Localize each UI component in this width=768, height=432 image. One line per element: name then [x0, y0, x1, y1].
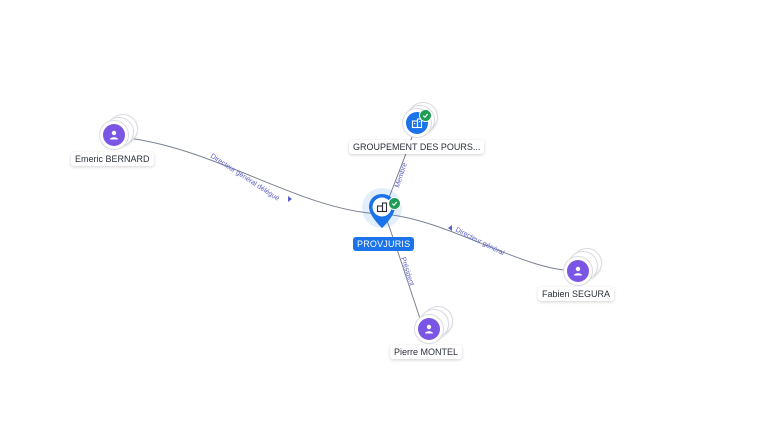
person-icon [110, 130, 118, 140]
edge-label-pierre: Président [399, 256, 415, 286]
edge-fabien [383, 213, 577, 272]
verified-check-icon [419, 109, 432, 122]
person-icon [574, 266, 582, 276]
node-fabien[interactable] [562, 248, 612, 288]
edge-label-fabien: Directeur général [454, 227, 505, 258]
edge-arrow-fabien [448, 225, 452, 231]
node-main[interactable] [362, 188, 406, 238]
node-label-groupement[interactable]: GROUPEMENT DES POURS... [349, 140, 485, 154]
avatar-stack [562, 248, 602, 288]
node-label-pierre[interactable]: Pierre MONTEL [390, 345, 463, 359]
verified-check-icon [388, 197, 401, 210]
edge-arrow-emeric [288, 196, 292, 202]
building-icon [376, 202, 388, 213]
edge-label-emeric: Directeur général délégué [209, 153, 280, 203]
avatar [563, 256, 593, 286]
avatar-stack [98, 114, 138, 154]
edge-emeric [127, 137, 381, 215]
node-label-emeric[interactable]: Emeric BERNARD [71, 152, 154, 166]
avatar [99, 120, 129, 150]
node-label-main[interactable]: PROVJURIS [353, 237, 415, 251]
node-groupement[interactable] [402, 102, 442, 144]
node-emeric[interactable] [98, 114, 158, 174]
node-pierre[interactable] [413, 306, 463, 346]
edge-label-groupement: Membre [394, 162, 409, 189]
avatar [414, 314, 444, 344]
node-label-fabien[interactable]: Fabien SEGURA [538, 287, 615, 301]
person-icon [425, 324, 433, 334]
avatar-stack [413, 306, 453, 346]
